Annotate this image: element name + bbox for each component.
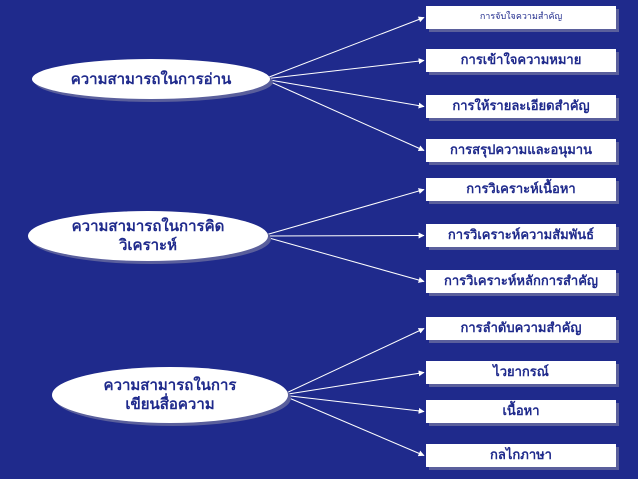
subtopic-box: การวิเคราะห์เนื้อหา bbox=[426, 178, 616, 201]
connector-arrow bbox=[261, 235, 425, 283]
subtopic-box: การสรุปความและอนุมาน bbox=[426, 139, 616, 162]
subtopic-box: การลำดับความสำคัญ bbox=[426, 317, 616, 340]
connector-arrow bbox=[281, 328, 425, 396]
subtopic-box: การวิเคราะห์หลักการสำคัญ bbox=[426, 270, 616, 293]
connector-arrow bbox=[263, 58, 425, 80]
main-topic-reading: ความสามารถในการอ่าน bbox=[32, 59, 270, 99]
subtopic-box: การวิเคราะห์ความสัมพันธ์ bbox=[426, 224, 616, 247]
subtopic-box: การจับใจความสำคัญ bbox=[426, 6, 616, 29]
main-topic-writing: ความสามารถในการ เขียนสื่อความ bbox=[52, 367, 288, 423]
subtopic-box: การให้รายละเอียดสำคัญ bbox=[426, 95, 616, 118]
connector-arrow bbox=[263, 16, 425, 80]
subtopic-box: การเข้าใจความหมาย bbox=[426, 49, 616, 72]
subtopic-box: เนื้อหา bbox=[426, 400, 616, 423]
connector-arrow bbox=[263, 78, 425, 109]
connector-arrow bbox=[261, 232, 425, 239]
connector-arrow bbox=[263, 78, 425, 152]
subtopic-box: กลไกภาษา bbox=[426, 444, 616, 467]
main-topic-analytical-thinking: ความสามารถในการคิด วิเคราะห์ bbox=[28, 211, 268, 261]
subtopic-box: ไวยากรณ์ bbox=[426, 361, 616, 384]
connector-arrow bbox=[281, 394, 425, 457]
connector-arrow bbox=[281, 394, 425, 414]
connector-arrow bbox=[281, 370, 425, 396]
connector-arrow bbox=[261, 188, 425, 237]
